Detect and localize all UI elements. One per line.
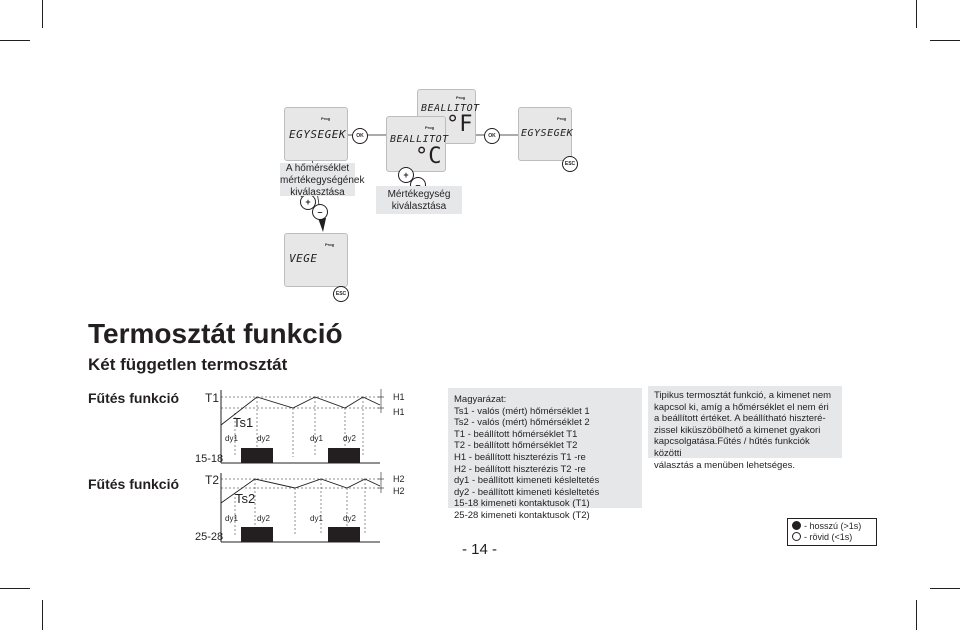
- caption-text: Mértékegység kiválasztása: [387, 189, 451, 212]
- contacts-t1-label: 15-18: [195, 453, 223, 465]
- prog-indicator: Prog: [325, 242, 335, 247]
- explanation-line: dy1 - beállított kimeneti késleltetés: [454, 475, 600, 487]
- prog-indicator: Prog: [321, 116, 331, 121]
- ok-button[interactable]: OK: [484, 128, 500, 144]
- dy2-label: dy2: [343, 434, 356, 443]
- info-line: zissel kiküszöbölhető a kimenet gyakori: [654, 424, 821, 436]
- explanation-line: Ts1 - valós (mért) hőmérséklet 1: [454, 405, 590, 417]
- lcd-text: BEALLITOT: [390, 134, 449, 145]
- h1-label: H1: [393, 392, 405, 402]
- info-line: Tipikus termosztát funkció, a kimenet ne…: [654, 390, 832, 401]
- dy1-label: dy1: [310, 434, 323, 443]
- ts2-label: Ts2: [235, 491, 255, 506]
- lcd-text: EGYSEGEK: [521, 128, 574, 139]
- explanation-line: Ts2 - valós (mért) hőmérséklet 2: [454, 417, 590, 429]
- ts1-label: Ts1: [233, 415, 253, 430]
- crop-mark: [916, 600, 917, 630]
- dy2-label: dy2: [257, 434, 270, 443]
- ok-button[interactable]: OK: [352, 128, 368, 144]
- legend-short: - rövid (<1s): [792, 532, 872, 543]
- page-title: Termosztát funkció: [88, 318, 343, 349]
- contacts-t2-label: 25-28: [195, 531, 223, 543]
- esc-button[interactable]: ESC: [562, 156, 578, 172]
- explanation-line: dy2 - beállított kimeneti késleltetés: [454, 486, 600, 498]
- caption-unit-selection: A hőmérséklet mértékegységének kiválaszt…: [280, 163, 365, 198]
- h2-label: H2: [393, 486, 405, 496]
- crop-mark: [0, 588, 30, 589]
- heating-label-1: Fűtés funkció: [88, 390, 180, 406]
- explanation-line: 25-28 kimeneti kontaktusok (T2): [454, 509, 590, 521]
- lcd-text: VEGE: [289, 252, 318, 265]
- heating-label-2: Fűtés funkció: [88, 476, 180, 492]
- lcd-text: BEALLITOT: [421, 103, 480, 114]
- filled-circle-icon: [792, 521, 801, 530]
- lcd-text: EGYSEGEK: [289, 128, 346, 141]
- info-line: kapcsol ki, amíg a hőmérséklet el nem ér…: [654, 401, 829, 413]
- lcd-value: °F: [446, 112, 473, 137]
- lcd-screen-units-final: Prog EGYSEGEK: [518, 107, 574, 161]
- prog-indicator: Prog: [456, 95, 466, 100]
- crop-mark: [930, 588, 960, 589]
- thermostat-diagram: T1 Ts1 H1 H1 dy1 dy2 dy1 dy2 15-18 T2 Ts…: [195, 389, 405, 543]
- dy2-label: dy2: [343, 514, 356, 523]
- info-box: Tipikus termosztát funkció, a kimenet ne…: [648, 386, 842, 471]
- empty-circle-icon: [792, 532, 801, 541]
- esc-button[interactable]: ESC: [333, 286, 349, 302]
- explanation-box: Magyarázat: Ts1 - valós (mért) hőmérsékl…: [448, 388, 642, 521]
- crop-mark: [42, 600, 43, 630]
- lcd-screen-celsius: Prog BEALLITOT °C: [386, 116, 449, 172]
- info-line: választás a menüben lehetséges.: [654, 459, 796, 471]
- dy1-label: dy1: [225, 434, 238, 443]
- info-line: kapcsolgatása.Fűtés / hűtés funkciók köz…: [654, 436, 810, 459]
- explanation-line: T1 - beállított hőmérséklet T1: [454, 428, 578, 440]
- crop-mark: [916, 0, 917, 28]
- dy1-label: dy1: [310, 514, 323, 523]
- h1-label: H1: [393, 407, 405, 417]
- crop-mark: [930, 40, 960, 41]
- lcd-screen-units: Prog EGYSEGEK: [284, 107, 348, 161]
- legend-short-text: - rövid (<1s): [804, 532, 853, 542]
- page-subtitle: Két független termosztát: [88, 355, 288, 374]
- explanation-line: H2 - beállított hiszterézis T2 -re: [454, 463, 586, 475]
- info-line: a beállított értéket. A beállítható hisz…: [654, 413, 826, 425]
- crop-mark: [42, 0, 43, 28]
- flow-connectors: [299, 134, 567, 292]
- press-legend: - hosszú (>1s) - rövid (<1s): [787, 518, 877, 546]
- explanation-line: Magyarázat:: [454, 394, 507, 405]
- t1-label: T1: [205, 391, 219, 405]
- page-number: - 14 -: [462, 541, 498, 558]
- prog-indicator: Prog: [425, 125, 435, 130]
- minus-button[interactable]: –: [312, 204, 328, 220]
- explanation-line: H1 - beállított hiszterézis T1 -re: [454, 451, 586, 463]
- t2-label: T2: [205, 473, 219, 487]
- prog-indicator: Prog: [557, 116, 567, 121]
- caption-unit-choose: Mértékegység kiválasztása: [376, 186, 462, 214]
- caption-text: A hőmérséklet mértékegységének kiválaszt…: [280, 163, 365, 198]
- crop-mark: [0, 40, 30, 41]
- dy2-label: dy2: [257, 514, 270, 523]
- legend-long-text: - hosszú (>1s): [804, 521, 862, 531]
- h2-label: H2: [393, 474, 405, 484]
- lcd-value: °C: [415, 144, 442, 169]
- lcd-screen-end: Prog VEGE: [284, 233, 348, 287]
- legend-long: - hosszú (>1s): [792, 521, 872, 532]
- dy1-label: dy1: [225, 514, 238, 523]
- explanation-line: T2 - beállított hőmérséklet T2: [454, 440, 578, 452]
- plus-button[interactable]: +: [398, 167, 414, 183]
- explanation-line: 15-18 kimeneti kontaktusok (T1): [454, 498, 590, 510]
